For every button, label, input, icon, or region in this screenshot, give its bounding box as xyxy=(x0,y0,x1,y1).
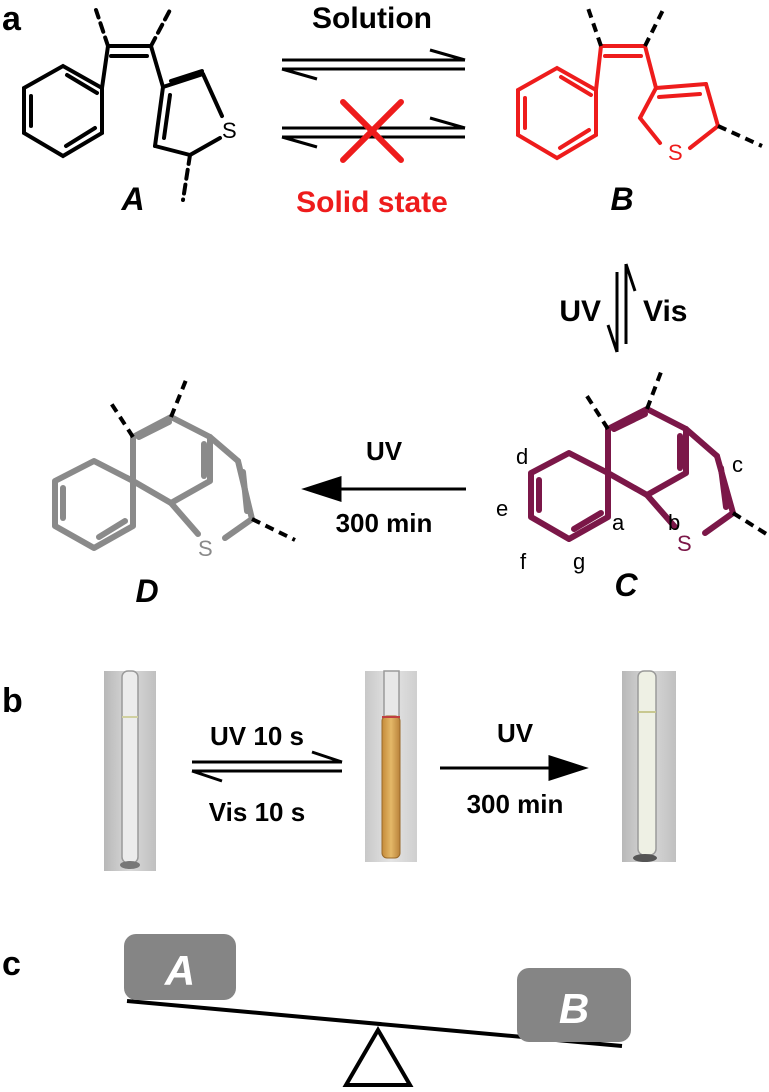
red-cross-icon xyxy=(340,99,404,163)
panel-label-b: b xyxy=(2,682,23,720)
compound-c-structure xyxy=(528,406,736,542)
atom-s-a: S xyxy=(222,118,237,143)
seesaw-box-b: B xyxy=(517,968,631,1042)
svg-text:a: a xyxy=(612,510,625,535)
panel-label-c: c xyxy=(2,945,21,983)
uv-label: UV xyxy=(559,295,601,328)
seesaw-box-a: A xyxy=(124,934,236,1000)
compound-b-structure xyxy=(516,44,720,161)
min-300-label-b: 300 min xyxy=(467,789,564,819)
seesaw-label-a: A xyxy=(164,947,195,994)
compound-label-d: D xyxy=(135,573,158,609)
seesaw-label-b: B xyxy=(559,985,589,1032)
uv-300-arrow-b xyxy=(440,754,589,782)
tube-photo-1 xyxy=(104,670,156,871)
compound-c-dashes xyxy=(583,371,769,537)
solid-state-label: Solid state xyxy=(296,186,448,219)
tube-photo-3 xyxy=(622,670,676,862)
atom-s-d: S xyxy=(198,536,213,561)
atom-s-b: S xyxy=(668,140,683,165)
compound-b-dashes xyxy=(586,7,763,148)
compound-d-structure xyxy=(52,414,255,551)
solution-label: Solution xyxy=(312,2,432,35)
svg-text:b: b xyxy=(668,510,680,535)
svg-text:e: e xyxy=(496,496,508,521)
uv-vis-10s-arrow xyxy=(191,750,343,783)
compound-a-structure xyxy=(22,8,224,202)
uv-300-arrow xyxy=(301,475,466,503)
svg-text:g: g xyxy=(573,549,585,574)
min-300-label: 300 min xyxy=(336,508,433,538)
compound-label-a: A xyxy=(120,181,144,217)
uv-10s-label: UV 10 s xyxy=(210,721,304,751)
uv-300-label: UV xyxy=(366,436,403,466)
compound-label-c: C xyxy=(614,567,638,603)
svg-text:c: c xyxy=(732,452,743,477)
solution-equilibrium-arrow xyxy=(281,48,466,81)
svg-text:f: f xyxy=(520,549,527,574)
uv-label-b: UV xyxy=(497,718,534,748)
vis-label: Vis xyxy=(643,295,688,328)
atom-s-c: S xyxy=(677,531,692,556)
compound-d-dashes xyxy=(107,379,296,542)
site-labels: a b c d e f g xyxy=(496,444,743,574)
tube-photo-2 xyxy=(365,670,417,862)
svg-text:d: d xyxy=(516,444,528,469)
vis-10s-label: Vis 10 s xyxy=(209,797,305,827)
uv-vis-equilibrium-arrow xyxy=(606,263,637,353)
compound-label-b: B xyxy=(610,181,633,217)
panel-label-a: a xyxy=(2,0,22,38)
